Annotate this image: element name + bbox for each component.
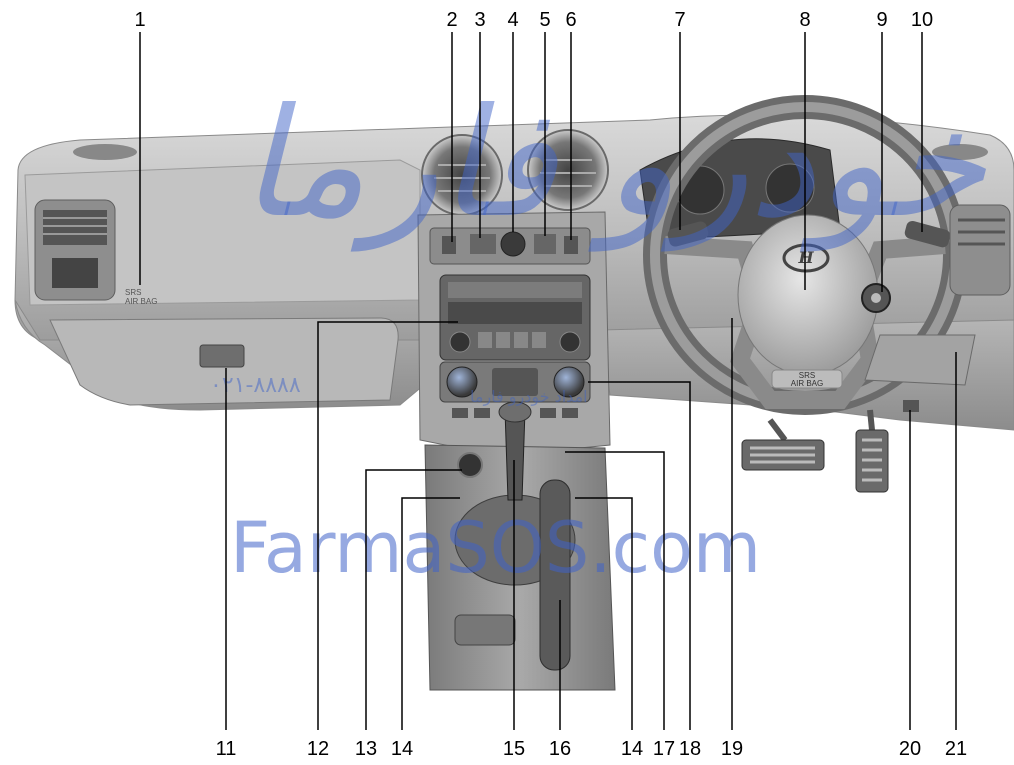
callout-9: 9 <box>876 9 887 31</box>
watermark-tag: امداد خودرو فارما <box>470 387 588 407</box>
callout-16: 16 <box>549 738 571 760</box>
callout-19: 19 <box>721 738 743 760</box>
passenger-airbag-label-1: SRS <box>125 288 141 297</box>
light-switch-stalk <box>667 221 709 247</box>
left-side-vent <box>34 199 116 301</box>
parking-brake <box>539 479 571 671</box>
callout-2: 2 <box>446 9 457 31</box>
watermark-site: FarmaSOS.com <box>230 507 761 589</box>
passenger-airbag-label-2: AIR BAG <box>125 297 157 306</box>
callout-20: 20 <box>899 738 921 760</box>
steering-airbag-label-1: SRS <box>799 371 815 380</box>
brake-pedal <box>741 418 825 471</box>
glove-box <box>49 317 399 406</box>
wiper-switch-stalk <box>904 220 951 248</box>
defrost-grille-left <box>73 144 137 160</box>
callout-5: 5 <box>539 9 550 31</box>
callout-4: 4 <box>507 9 518 31</box>
callout-7: 7 <box>674 9 685 31</box>
callout-14b: 14 <box>621 738 643 760</box>
callout-13: 13 <box>355 738 377 760</box>
svg-text:H: H <box>797 248 814 267</box>
hyundai-logo <box>782 243 830 273</box>
leader-18 <box>588 381 691 730</box>
watermark-phone: ۰۲۱-۸۸۸۸ <box>210 373 301 398</box>
shift-lever <box>504 409 526 501</box>
callout-21: 21 <box>945 738 967 760</box>
center-vent-right <box>527 129 609 211</box>
callout-6: 6 <box>565 9 576 31</box>
callout-12: 12 <box>307 738 329 760</box>
defrost-grille-right <box>932 144 988 160</box>
leader-14a <box>401 497 460 730</box>
leader-17 <box>565 451 665 730</box>
callout-18: 18 <box>679 738 701 760</box>
leader-14b <box>575 497 633 730</box>
watermark: امداد خودرو فارما ۰۲۱-۸۸۸۸ امداد خودرو ف… <box>210 77 1014 589</box>
right-side-vent <box>949 204 1011 296</box>
callout-3: 3 <box>474 9 485 31</box>
callout-1: 1 <box>134 9 145 31</box>
watermark-arabic: امداد خودرو فارما <box>240 77 1014 252</box>
leader-12 <box>317 321 458 730</box>
callout-11: 11 <box>216 738 237 760</box>
callout-14a: 14 <box>391 738 413 760</box>
accelerator-pedal <box>855 409 889 493</box>
callouts-top: 1 2 3 4 5 6 7 8 9 10 <box>134 9 933 31</box>
callout-10: 10 <box>911 9 933 31</box>
callout-8: 8 <box>799 9 810 31</box>
hood-release-lever <box>903 400 919 412</box>
leader-13 <box>365 469 462 730</box>
callout-17: 17 <box>653 738 675 760</box>
leader-lines <box>139 32 957 730</box>
callout-15: 15 <box>503 738 525 760</box>
glove-box-handle <box>199 344 245 368</box>
steering-airbag-label-2: AIR BAG <box>791 379 823 388</box>
callouts-bottom: 11 12 13 14 15 16 14 17 18 19 20 21 <box>216 738 968 760</box>
cigarette-lighter <box>457 452 483 478</box>
fuse-panel-cover <box>864 334 976 386</box>
